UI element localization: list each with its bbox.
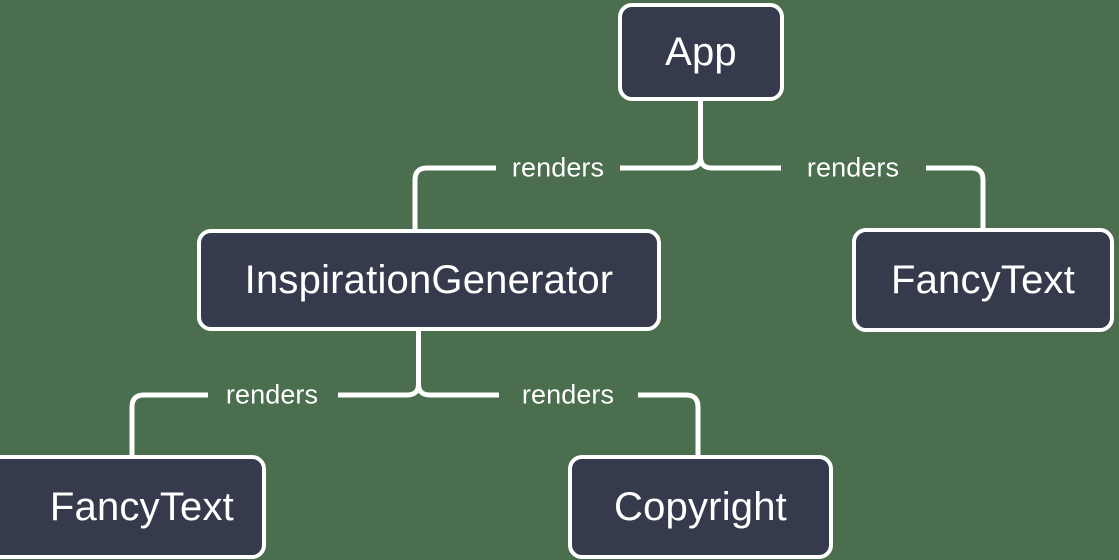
edge-app-to-fancytext-elbow <box>970 165 986 228</box>
edge-ig-junction-right <box>416 383 431 398</box>
edge-app-to-ig-elbow <box>412 165 428 229</box>
edge-label-inspiration-generator-to-copyright: renders <box>521 379 615 410</box>
edge-ig-to-fancytext-elbow <box>129 392 145 455</box>
node-copyright-label: Copyright <box>614 485 787 529</box>
edge-label-inspiration-generator-to-fancytext: renders <box>225 379 319 410</box>
node-copyright[interactable]: Copyright <box>568 455 833 559</box>
node-inspiration-generator-label: InspirationGenerator <box>244 258 614 302</box>
node-fancytext-right-label: FancyText <box>890 258 1076 302</box>
edge-label-app-to-inspiration-generator: renders <box>511 152 605 183</box>
node-fancytext-left-label: FancyText <box>49 485 234 529</box>
node-inspiration-generator[interactable]: InspirationGenerator <box>197 229 661 331</box>
node-app[interactable]: App <box>618 3 784 101</box>
edge-ig-to-copyright-elbow <box>685 392 701 455</box>
node-fancytext-left[interactable]: FancyText <box>0 455 266 559</box>
edge-app-junction-right <box>698 156 713 171</box>
edge-label-app-to-fancytext: renders <box>806 152 900 183</box>
node-fancytext-right[interactable]: FancyText <box>852 228 1114 332</box>
node-app-label: App <box>665 30 737 74</box>
